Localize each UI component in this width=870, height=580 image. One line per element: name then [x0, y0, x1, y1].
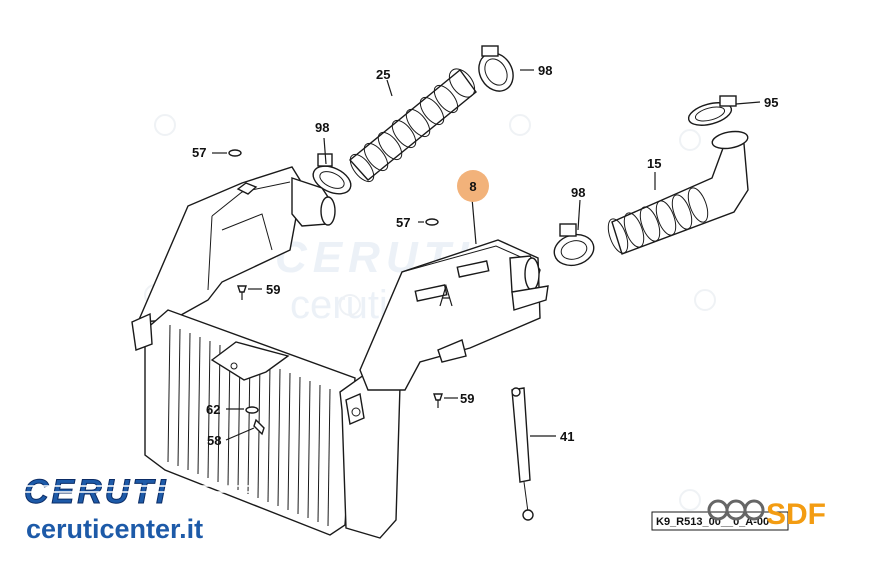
- clamp-98-left: [312, 153, 352, 195]
- highlight-label: 8: [469, 179, 476, 194]
- sdf-emblem-icon: [707, 499, 765, 521]
- clamp-98-top: [478, 45, 514, 92]
- callout-57-right: 57: [396, 215, 410, 230]
- ceruti-logo: CERUTI ceruticenter.it: [24, 473, 252, 544]
- fasteners: [228, 149, 534, 521]
- callout-62: 62: [206, 402, 220, 417]
- sdf-logo: SDF: [707, 498, 826, 531]
- sdf-text: SDF: [766, 498, 826, 531]
- callout-58: 58: [207, 433, 221, 448]
- callout-98-right: 98: [571, 185, 585, 200]
- callout-98-top: 98: [538, 63, 552, 78]
- leader-lines: [212, 69, 761, 441]
- callout-15: 15: [647, 156, 661, 171]
- ceruti-website: ceruticenter.it: [26, 514, 203, 544]
- callout-59-lower: 59: [460, 391, 474, 406]
- intercooler-assembly: [131, 166, 401, 539]
- duct-housing-part-8: [359, 239, 549, 391]
- gas-strut: [511, 387, 531, 483]
- callout-98-left: 98: [315, 120, 329, 135]
- callout-57-left: 57: [192, 145, 206, 160]
- highlight-callout-8[interactable]: 8: [457, 170, 489, 202]
- highlight-circle: [457, 170, 489, 202]
- callout-95: 95: [764, 95, 778, 110]
- callout-25: 25: [376, 67, 390, 82]
- clamp-95: [687, 95, 737, 126]
- hose-part-25: [348, 68, 477, 183]
- clamp-98-right: [553, 223, 595, 267]
- callout-59-upper: 59: [266, 282, 280, 297]
- callout-41: 41: [560, 429, 574, 444]
- hose-clamps: [312, 45, 737, 267]
- hose-part-15: [607, 130, 749, 255]
- callout-labels: 25 98 98 98 95 15 57 57 59 59 62 58 41: [192, 63, 778, 448]
